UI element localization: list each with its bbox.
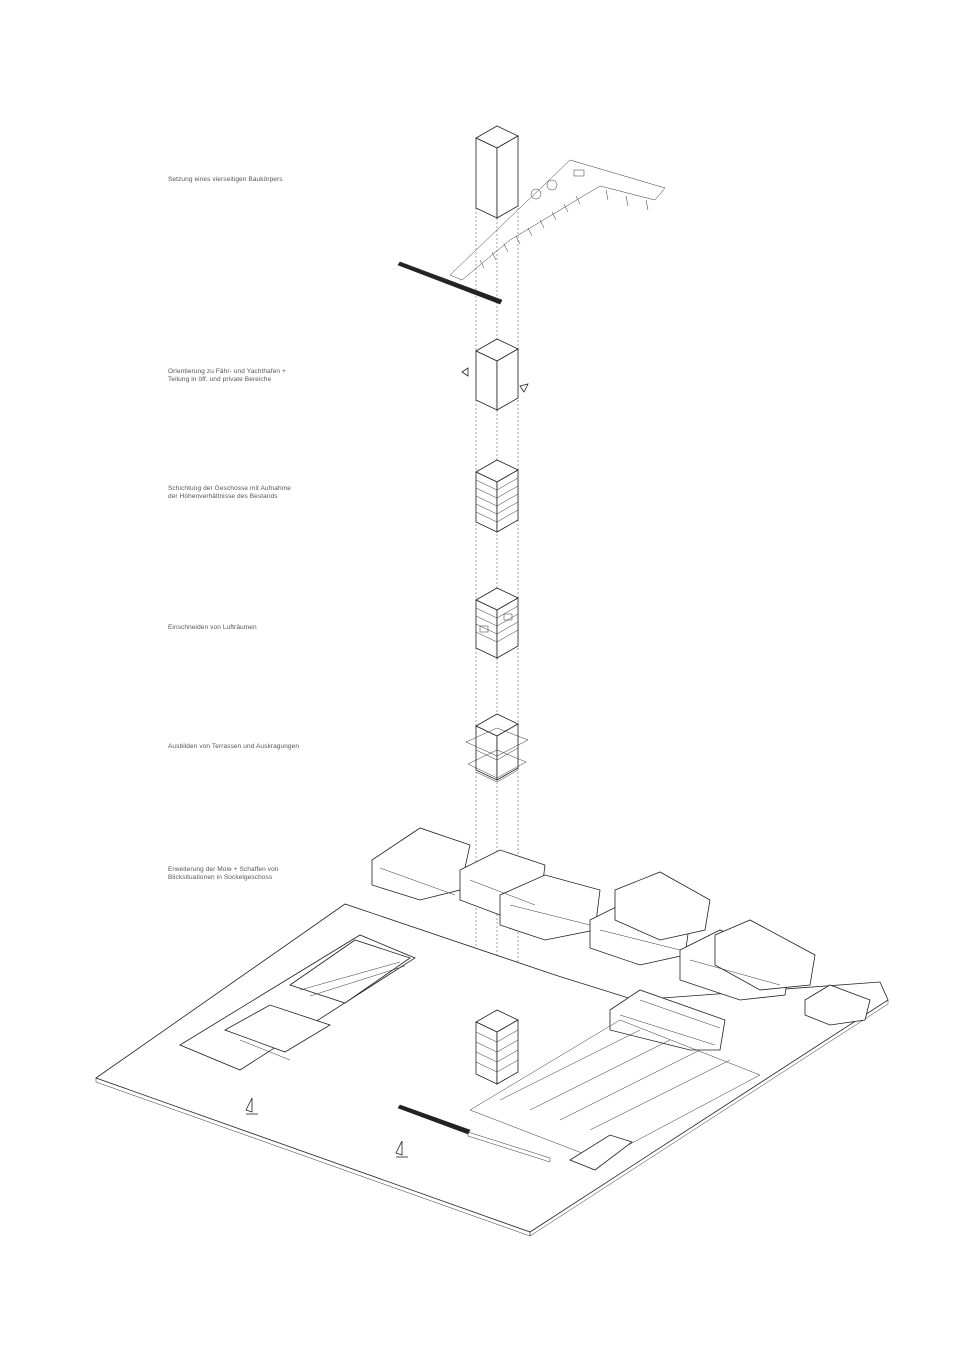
- stage-1-pier: [397, 159, 666, 305]
- step-4-line-1: Einschneiden von Lufträumen: [168, 624, 257, 631]
- terminal-building: [179, 934, 416, 1071]
- step-2-line-2: Teilung in öff. und private Bereiche: [168, 376, 272, 383]
- stage-4-cut-voids: [475, 587, 519, 659]
- small-building: [569, 1134, 633, 1171]
- step-3-line-2: der Höhenverhältnisse des Bestands: [168, 493, 278, 500]
- arrow-left-icon: [461, 367, 469, 377]
- lower-pier: [397, 1104, 551, 1163]
- stage-5-terraces: [465, 713, 529, 783]
- arrow-right-icon: [519, 383, 529, 393]
- stage-6-site-plan: [95, 827, 889, 1237]
- step-6-line-1: Erweiterung der Mole + Schaffen von: [168, 866, 279, 873]
- step-6-line-2: Blicksituationen in Sockelgeschoss: [168, 874, 273, 881]
- step-2-line-1: Orientierung zu Fähr- und Yachthafen +: [168, 368, 286, 375]
- stage-3-stacked-floors: [475, 459, 519, 533]
- sailboat-icon: [395, 1140, 408, 1158]
- step-label-4: Einschneiden von Lufträumen: [168, 624, 257, 632]
- station-hall: [609, 989, 726, 1051]
- step-5-line-1: Ausbilden von Terrassen und Auskragungen: [168, 743, 300, 750]
- step-label-2: Orientierung zu Fähr- und Yachthafen + T…: [168, 368, 286, 384]
- step-label-3: Schichtung der Geschosse mit Aufnahme de…: [168, 485, 291, 501]
- sailboat-icon: [245, 1097, 258, 1115]
- step-label-6: Erweiterung der Mole + Schaffen von Blic…: [168, 866, 279, 882]
- city-block: [371, 827, 871, 1026]
- parking-lot: [469, 1019, 761, 1161]
- tower-base: [475, 1009, 519, 1085]
- step-label-1: Setzung eines vierseitigen Baukörpers: [168, 176, 283, 184]
- stage-2-building-volume: [461, 338, 529, 411]
- step-3-line-1: Schichtung der Geschosse mit Aufnahme: [168, 485, 291, 492]
- step-label-5: Ausbilden von Terrassen und Auskragungen: [168, 743, 299, 751]
- step-1-line-1: Setzung eines vierseitigen Baukörpers: [168, 176, 283, 183]
- stage-1-building-volume: [475, 125, 519, 219]
